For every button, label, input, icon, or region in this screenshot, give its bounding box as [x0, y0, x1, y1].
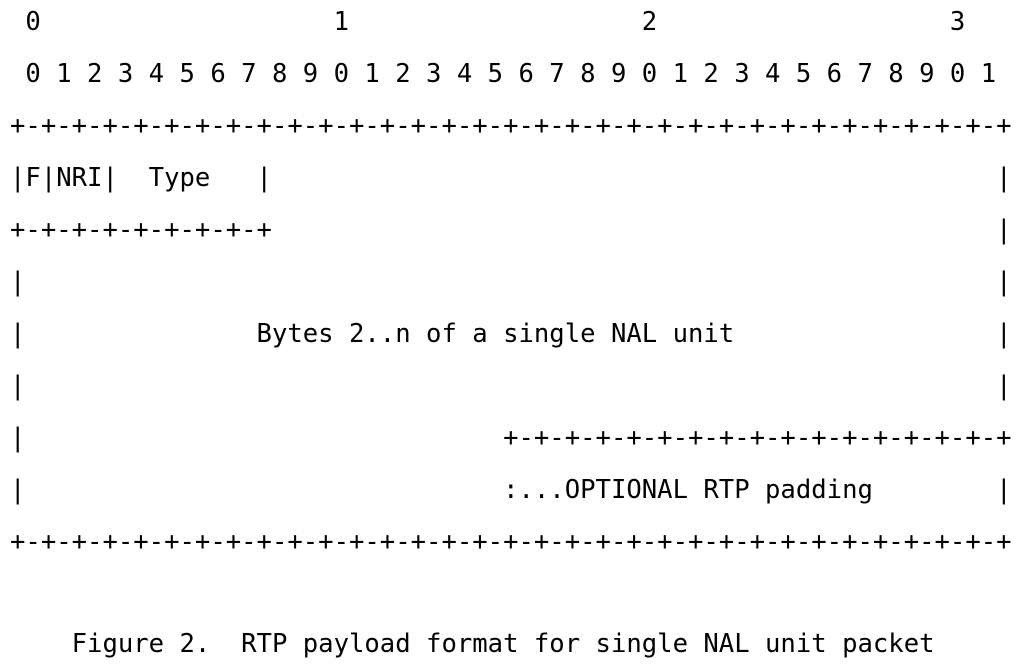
payload-label-row: | Bytes 2..n of a single NAL unit | — [10, 319, 1012, 349]
bit-tens-ruler: 0 1 2 3 — [10, 7, 966, 37]
header-fields-row: |F|NRI| Type | | — [10, 163, 1012, 193]
header-bottom-border: +-+-+-+-+-+-+-+-+ | — [10, 215, 1012, 245]
bottom-border: +-+-+-+-+-+-+-+-+-+-+-+-+-+-+-+-+-+-+-+-… — [10, 527, 1012, 557]
bit-ones-ruler: 0 1 2 3 4 5 6 7 8 9 0 1 2 3 4 5 6 7 8 9 … — [10, 59, 997, 89]
payload-row: | | — [10, 267, 1012, 297]
payload-row: | | — [10, 371, 1012, 401]
padding-top-border: | +-+-+-+-+-+-+-+-+-+-+-+-+-+-+-+-+ — [10, 423, 1012, 453]
top-border: +-+-+-+-+-+-+-+-+-+-+-+-+-+-+-+-+-+-+-+-… — [10, 111, 1012, 141]
padding-row: | :...OPTIONAL RTP padding | — [10, 475, 1012, 505]
figure-caption: Figure 2. RTP payload format for single … — [10, 629, 935, 659]
